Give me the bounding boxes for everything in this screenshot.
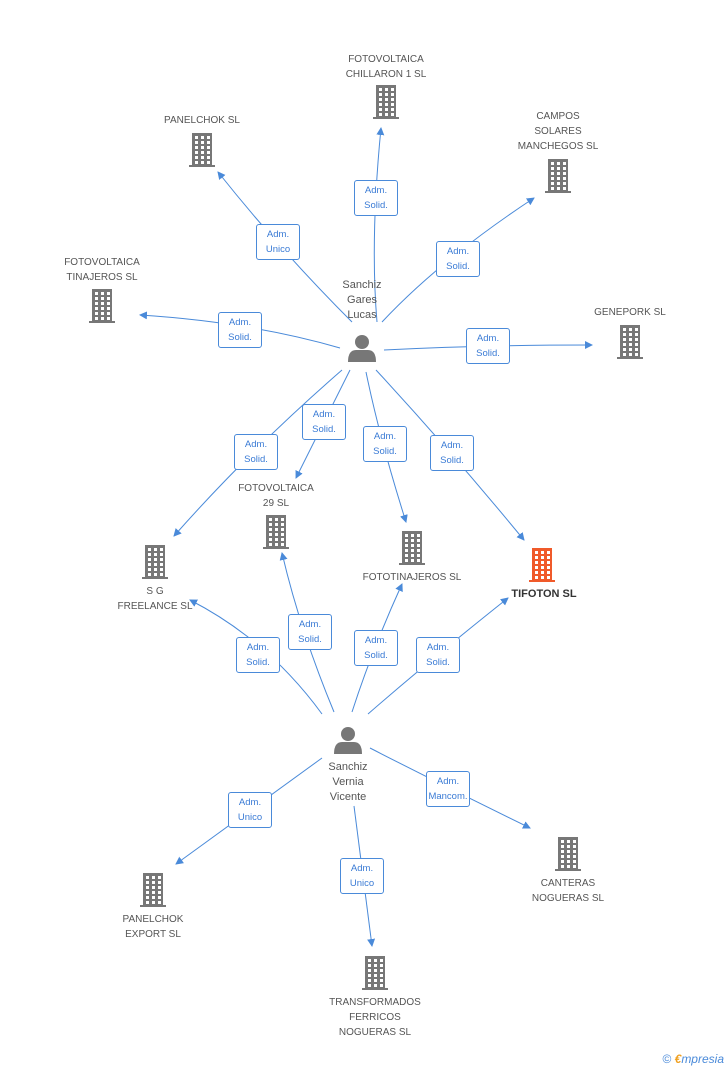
edge-label[interactable]: Adm. Solid.: [218, 312, 262, 348]
edge-label[interactable]: Adm. Unico: [340, 858, 384, 894]
building-icon[interactable]: [142, 545, 168, 579]
building-icon[interactable]: [545, 159, 571, 193]
edge-label[interactable]: Adm. Mancom.: [426, 771, 470, 807]
edges-layer: [139, 127, 593, 947]
edge-label[interactable]: Adm. Solid.: [430, 435, 474, 471]
nodes-layer: [89, 85, 643, 990]
company-label[interactable]: S G FREELANCE SL: [117, 586, 193, 612]
company-label[interactable]: FOTOTINAJEROS SL: [362, 572, 462, 583]
company-label[interactable]: CAMPOS SOLARES MANCHEGOS SL: [517, 111, 599, 152]
company-label[interactable]: PANELCHOK EXPORT SL: [122, 914, 184, 940]
copyright-footer: © €mpresia: [662, 1052, 724, 1066]
company-label[interactable]: TIFOTON SL: [511, 588, 577, 600]
edge-label[interactable]: Adm. Solid.: [354, 630, 398, 666]
edge-label[interactable]: Adm. Solid.: [354, 180, 398, 216]
building-icon[interactable]: [617, 325, 643, 359]
edge-label[interactable]: Adm. Unico: [228, 792, 272, 828]
building-icon[interactable]: [263, 515, 289, 549]
edge-label[interactable]: Adm. Solid.: [363, 426, 407, 462]
building-icon[interactable]: [399, 531, 425, 565]
company-label[interactable]: FOTOVOLTAICA CHILLARON 1 SL: [345, 54, 427, 80]
edge-label[interactable]: Adm. Solid.: [436, 241, 480, 277]
edge-label[interactable]: Adm. Solid.: [234, 434, 278, 470]
building-icon[interactable]: [362, 956, 388, 990]
company-label[interactable]: PANELCHOK SL: [164, 115, 240, 126]
person-label[interactable]: Sanchiz Vernia Vicente: [328, 761, 368, 803]
brand-initial: €: [674, 1052, 682, 1066]
building-icon[interactable]: [529, 548, 555, 582]
company-label[interactable]: CANTERAS NOGUERAS SL: [531, 878, 605, 904]
edge-label[interactable]: Adm. Solid.: [236, 637, 280, 673]
edge-p1-c_chillaron: [373, 127, 385, 323]
edge-label[interactable]: Adm. Solid.: [466, 328, 510, 364]
company-label[interactable]: FOTOVOLTAICA 29 SL: [238, 483, 314, 509]
brand-name: mpresia: [681, 1052, 724, 1066]
person-icon[interactable]: [334, 727, 362, 754]
person-label[interactable]: Sanchiz Gares Lucas: [342, 279, 382, 321]
copyright-symbol: ©: [662, 1052, 672, 1066]
brand-logo[interactable]: €mpresia: [675, 1052, 724, 1066]
company-label[interactable]: FOTOVOLTAICA TINAJEROS SL: [64, 257, 140, 283]
building-icon[interactable]: [89, 289, 115, 323]
edge-label[interactable]: Adm. Solid.: [302, 404, 346, 440]
person-icon[interactable]: [348, 335, 376, 362]
edge-label[interactable]: Adm. Solid.: [416, 637, 460, 673]
building-icon[interactable]: [373, 85, 399, 119]
edge-label[interactable]: Adm. Unico: [256, 224, 300, 260]
building-icon[interactable]: [189, 133, 215, 167]
building-icon[interactable]: [140, 873, 166, 907]
edge-label[interactable]: Adm. Solid.: [288, 614, 332, 650]
company-label[interactable]: TRANSFORMADOS FERRICOS NOGUERAS SL: [329, 997, 421, 1038]
company-label[interactable]: GENEPORK SL: [594, 307, 666, 318]
building-icon[interactable]: [555, 837, 581, 871]
